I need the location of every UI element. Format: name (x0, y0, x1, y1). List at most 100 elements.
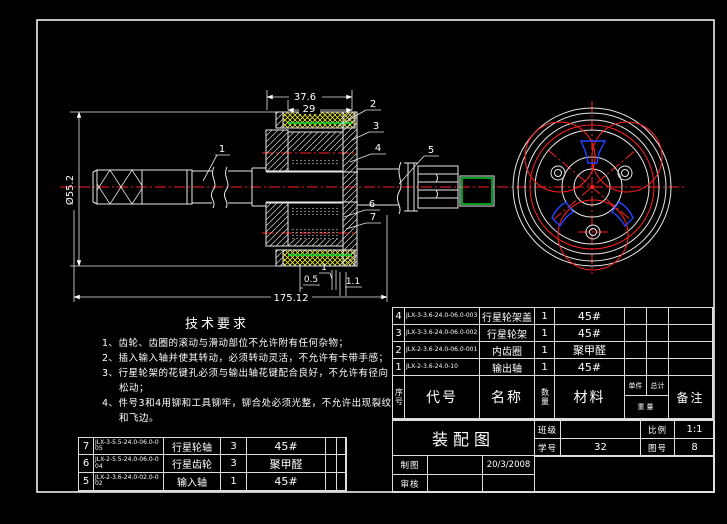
bom-material: 45# (247, 472, 326, 491)
bom-total-weight (337, 472, 346, 491)
bom-name: 输入轴 (164, 472, 221, 491)
bom-header-code: 代号 (405, 376, 480, 419)
drawn-date: 20/3/2008 (482, 455, 535, 475)
bom-unit-weight (625, 342, 647, 359)
table-row: 4 JLX-3-3.6-24.0-06.0-003 行星轮架盖 1 45# (393, 308, 713, 325)
bom-header-weight-group: 单件 总计 重量 (625, 376, 669, 419)
bom-unit-weight (625, 308, 647, 325)
bom-header-no: 序号 (393, 376, 405, 419)
bom-header-remark: 备注 (669, 376, 713, 419)
bom-unit-weight (326, 438, 337, 456)
drawing-title: 装配图 (392, 420, 535, 456)
dim-overall: 175.12 (274, 293, 309, 304)
bom-header-unit: 单件 (625, 376, 647, 395)
dim-gap1: 0.5 (304, 275, 318, 285)
bom-total-weight (647, 325, 669, 342)
bom-code: JLX-2-3.6-24.0-06.0-001 (405, 342, 480, 359)
checked-date (482, 474, 535, 493)
table-row: 2 JLX-2-3.6-24.0-06.0-001 内齿圈 1 聚甲醛 (393, 342, 713, 359)
tech-req-item: 1、齿轮、齿圈的滚动与滑动部位不允许附有任何杂物； (102, 338, 349, 349)
table-row: 3 JLX-3-3.6-24.0-06.0-002 行星轮架 1 45# (393, 325, 713, 342)
bom-total-weight (647, 308, 669, 325)
drawn-value (427, 455, 483, 475)
end-view (512, 107, 672, 271)
table-row: 5 JLX-2-3.6-24.0-02.0-002 输入轴 1 45# (79, 472, 346, 491)
bom-material: 45# (555, 359, 625, 376)
bom-name: 行星齿轮 (164, 455, 221, 473)
bom-no: 7 (79, 438, 94, 456)
bom-no: 4 (393, 308, 405, 325)
callout-4: 4 (375, 143, 381, 154)
bom-code: JLX-2-3.6-24.0-10 (405, 359, 480, 376)
bom-code: JLX-3-5.5-24.0-06.0-005 (94, 438, 164, 456)
bom-qty: 1 (535, 325, 555, 342)
drawn-label: 制图 (392, 455, 428, 475)
sheet-value: 8 (674, 438, 715, 457)
callout-2: 2 (370, 99, 376, 110)
bom-remark (669, 359, 713, 376)
bom-material: 聚甲醛 (555, 342, 625, 359)
bom-remark (669, 325, 713, 342)
bom-name: 输出轴 (480, 359, 535, 376)
bom-no: 2 (393, 342, 405, 359)
bom-code: JLX-3-3.6-24.0-06.0-003 (405, 308, 480, 325)
bom-name: 内齿圈 (480, 342, 535, 359)
scale-value: 1:1 (674, 420, 715, 439)
table-row: 1 JLX-2-3.6-24.0-10 输出轴 1 45# (393, 359, 713, 376)
bom-qty: 3 (221, 438, 247, 456)
bom-total-weight (337, 455, 346, 473)
front-view-housing (265, 111, 493, 267)
class-label: 班级 (534, 420, 561, 439)
bom-code: JLX-2-5.5-24.0-06.0-004 (94, 455, 164, 473)
callouts: 1 2 3 4 5 6 7 (202, 99, 439, 230)
bom-no: 1 (393, 359, 405, 376)
callout-3: 3 (373, 121, 379, 132)
callout-7: 7 (370, 212, 376, 223)
dim-top-outer: 37.6 (294, 92, 316, 103)
scale-label: 比例 (640, 420, 675, 439)
bom-material: 聚甲醛 (247, 455, 326, 473)
tech-req-item: 4、件号3和4用铆和工具铆牢，铆合处必须光整，不允许出现裂纹和飞边。 (102, 398, 392, 424)
callout-5: 5 (428, 145, 434, 156)
bom-no: 3 (393, 325, 405, 342)
bom-total-weight (647, 342, 669, 359)
technical-requirements: 技术要求 1、齿轮、齿圈的滚动与滑动部位不允许附有任何杂物； 2、插入输入轴并使… (102, 313, 398, 426)
bom-header-weight: 重量 (637, 403, 656, 411)
dim-top-inner: 29 (303, 104, 316, 115)
table-row: 6 JLX-2-5.5-24.0-06.0-004 行星齿轮 3 聚甲醛 (79, 455, 346, 473)
bom-no: 5 (79, 472, 94, 491)
title-block: 装配图 班级 比例 1:1 学号 32 图号 8 制图 20/3/2008 审核 (392, 420, 715, 493)
bom-unit-weight (625, 325, 647, 342)
tech-req-item: 2、插入输入轴并使其转动，必须转动灵活，不允许有卡带手感； (102, 353, 389, 364)
bom-header-qty: 数量 (535, 376, 555, 419)
front-view-shaft (92, 161, 495, 215)
bom-qty: 1 (221, 472, 247, 491)
dimension-texts: 37.6 29 Ø55.2 175.12 0.5 1 1.1 (64, 92, 360, 304)
bom-material: 45# (555, 308, 625, 325)
bom-remark (669, 308, 713, 325)
bom-header-name: 名称 (480, 376, 535, 419)
tech-req-title: 技术要求 (184, 317, 249, 332)
bom-qty: 3 (221, 455, 247, 473)
bom-material: 45# (247, 438, 326, 456)
checked-label: 审核 (392, 474, 428, 493)
checked-value (427, 474, 483, 493)
bom-material: 45# (555, 325, 625, 342)
callout-1: 1 (219, 144, 225, 155)
bom-name: 行星轮轴 (164, 438, 221, 456)
bom-code: JLX-3-3.6-24.0-06.0-002 (405, 325, 480, 342)
dim-gap2: 1 (321, 263, 327, 273)
bom-table-left: 7 JLX-3-5.5-24.0-06.0-005 行星轮轴 3 45# 6 J… (78, 437, 347, 492)
bom-qty: 1 (535, 359, 555, 376)
tech-req-item: 3、行星轮架的花键孔必须与输出轴花键配合良好，不允许有径向松动； (102, 368, 389, 394)
bom-unit-weight (326, 455, 337, 473)
bom-qty: 1 (535, 342, 555, 359)
bom-header-material: 材料 (555, 376, 625, 419)
bom-table-right: 4 JLX-3-3.6-24.0-06.0-003 行星轮架盖 1 45# 3 … (392, 307, 714, 420)
dim-gap3: 1.1 (346, 277, 360, 287)
dim-diameter: Ø55.2 (64, 175, 76, 205)
title-block-blank-area (534, 455, 715, 493)
bom-unit-weight (625, 359, 647, 376)
